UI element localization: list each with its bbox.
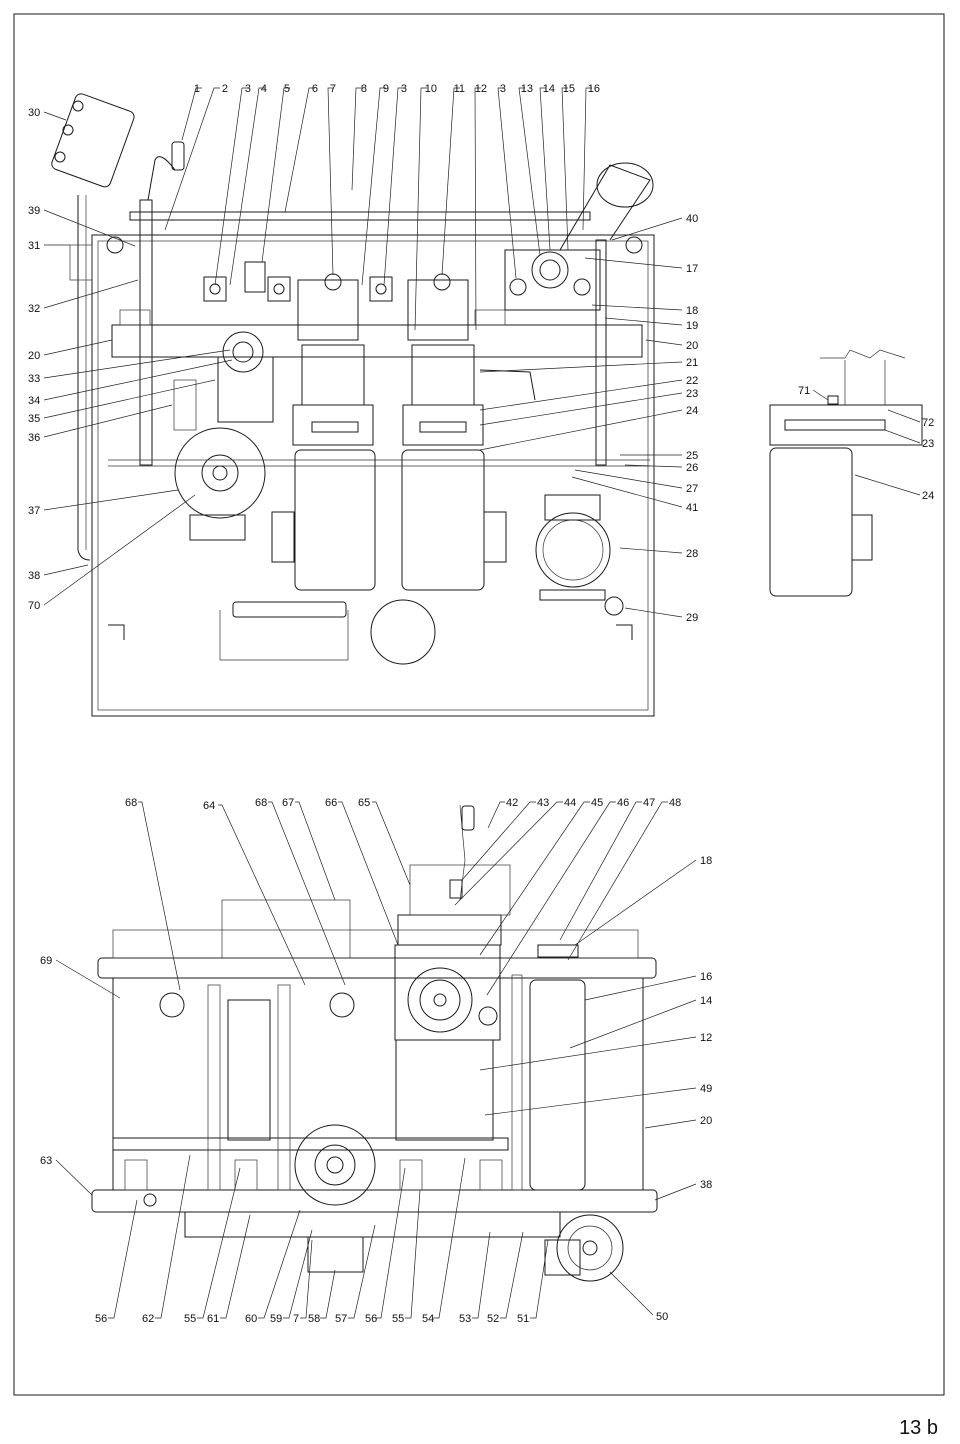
callout-label: 68	[125, 797, 137, 809]
callout-label: 57	[335, 1313, 347, 1325]
callout-label: 66	[325, 797, 337, 809]
callout-label: 20	[28, 350, 40, 362]
callout-label: 23	[686, 388, 698, 400]
callout-label: 23	[922, 438, 934, 450]
callout-label: 16	[700, 971, 712, 983]
callout-label: 12	[475, 83, 487, 95]
callout-label: 37	[28, 505, 40, 517]
callout-label: 11	[454, 83, 465, 95]
callout-label: 44	[564, 797, 576, 809]
callout-label: 24	[922, 490, 934, 502]
callout-label: 4	[261, 83, 267, 95]
callout-labels-side-view: 71 72 23 24	[798, 385, 934, 502]
callout-label: 62	[142, 1313, 154, 1325]
callout-label: 13	[521, 83, 533, 95]
callout-label: 51	[517, 1313, 529, 1325]
callout-label: 38	[28, 570, 40, 582]
callout-labels-top-view: 1 2 3 4 5 6 7 8 9 3 10 11 12 3 13 14 15 …	[28, 83, 698, 624]
callout-label: 41	[686, 502, 698, 514]
callout-label: 8	[361, 83, 367, 95]
callout-label: 56	[95, 1313, 107, 1325]
callout-label: 7	[293, 1313, 299, 1325]
callout-label: 63	[40, 1155, 52, 1167]
callout-label: 69	[40, 955, 52, 967]
callout-label: 65	[358, 797, 370, 809]
callout-label: 42	[506, 797, 518, 809]
callout-label: 7	[330, 83, 336, 95]
callout-label: 3	[500, 83, 506, 95]
callout-label: 22	[686, 375, 698, 387]
callout-label: 20	[700, 1115, 712, 1127]
page-number: 13 b	[899, 1417, 938, 1439]
callout-label: 39	[28, 205, 40, 217]
callout-label: 1	[194, 83, 200, 95]
callout-label: 61	[207, 1313, 219, 1325]
callout-label: 17	[686, 263, 698, 275]
callout-label: 59	[270, 1313, 282, 1325]
callout-label: 10	[425, 83, 437, 95]
callout-label: 24	[686, 405, 698, 417]
callout-label: 21	[686, 357, 698, 369]
callout-label: 58	[308, 1313, 320, 1325]
callout-label: 6	[312, 83, 318, 95]
callout-label: 3	[245, 83, 251, 95]
callout-label: 72	[922, 417, 934, 429]
top-view-drawing	[51, 93, 655, 717]
callout-label: 52	[487, 1313, 499, 1325]
callout-label: 30	[28, 107, 40, 119]
callout-label: 3	[401, 83, 407, 95]
callout-label: 14	[700, 995, 712, 1007]
callout-label: 53	[459, 1313, 471, 1325]
callout-label: 28	[686, 548, 698, 560]
callout-label: 68	[255, 797, 267, 809]
callout-label: 18	[686, 305, 698, 317]
callout-label: 70	[28, 600, 40, 612]
callout-label: 18	[700, 855, 712, 867]
callout-label: 36	[28, 432, 40, 444]
callout-label: 5	[284, 83, 290, 95]
callout-label: 43	[537, 797, 549, 809]
callout-label: 45	[591, 797, 603, 809]
callout-label: 29	[686, 612, 698, 624]
callout-label: 38	[700, 1179, 712, 1191]
side-view-drawing	[769, 349, 923, 597]
callout-label: 27	[686, 483, 698, 495]
callout-label: 48	[669, 797, 681, 809]
callout-label: 9	[383, 83, 389, 95]
callout-label: 14	[543, 83, 555, 95]
callout-label: 19	[686, 320, 698, 332]
callout-label: 60	[245, 1313, 257, 1325]
callout-label: 31	[28, 240, 40, 252]
callout-label: 25	[686, 450, 698, 462]
callout-label: 16	[588, 83, 600, 95]
callout-label: 50	[656, 1311, 668, 1323]
callout-label: 55	[392, 1313, 404, 1325]
callout-label: 46	[617, 797, 629, 809]
callout-label: 56	[365, 1313, 377, 1325]
callout-label: 35	[28, 413, 40, 425]
callout-label: 15	[563, 83, 575, 95]
callout-label: 26	[686, 462, 698, 474]
callout-label: 20	[686, 340, 698, 352]
leader-lines	[43, 87, 921, 1319]
drawing-frame	[13, 13, 945, 1396]
callout-label: 71	[798, 385, 810, 397]
callout-label: 49	[700, 1083, 712, 1095]
callout-label: 34	[28, 395, 40, 407]
callout-label: 33	[28, 373, 40, 385]
callout-label: 64	[203, 800, 215, 812]
callout-label: 67	[282, 797, 294, 809]
callout-label: 2	[222, 83, 228, 95]
callout-label: 12	[700, 1032, 712, 1044]
callout-label: 47	[643, 797, 655, 809]
callout-label: 40	[686, 213, 698, 225]
callout-label: 54	[422, 1313, 434, 1325]
bottom-view-drawing	[91, 804, 658, 1282]
callout-label: 55	[184, 1313, 196, 1325]
callout-label: 32	[28, 303, 40, 315]
callout-labels-bottom-view: 68 64 68 67 66 65 42 43 44 45 46 47 48 1…	[40, 797, 712, 1325]
